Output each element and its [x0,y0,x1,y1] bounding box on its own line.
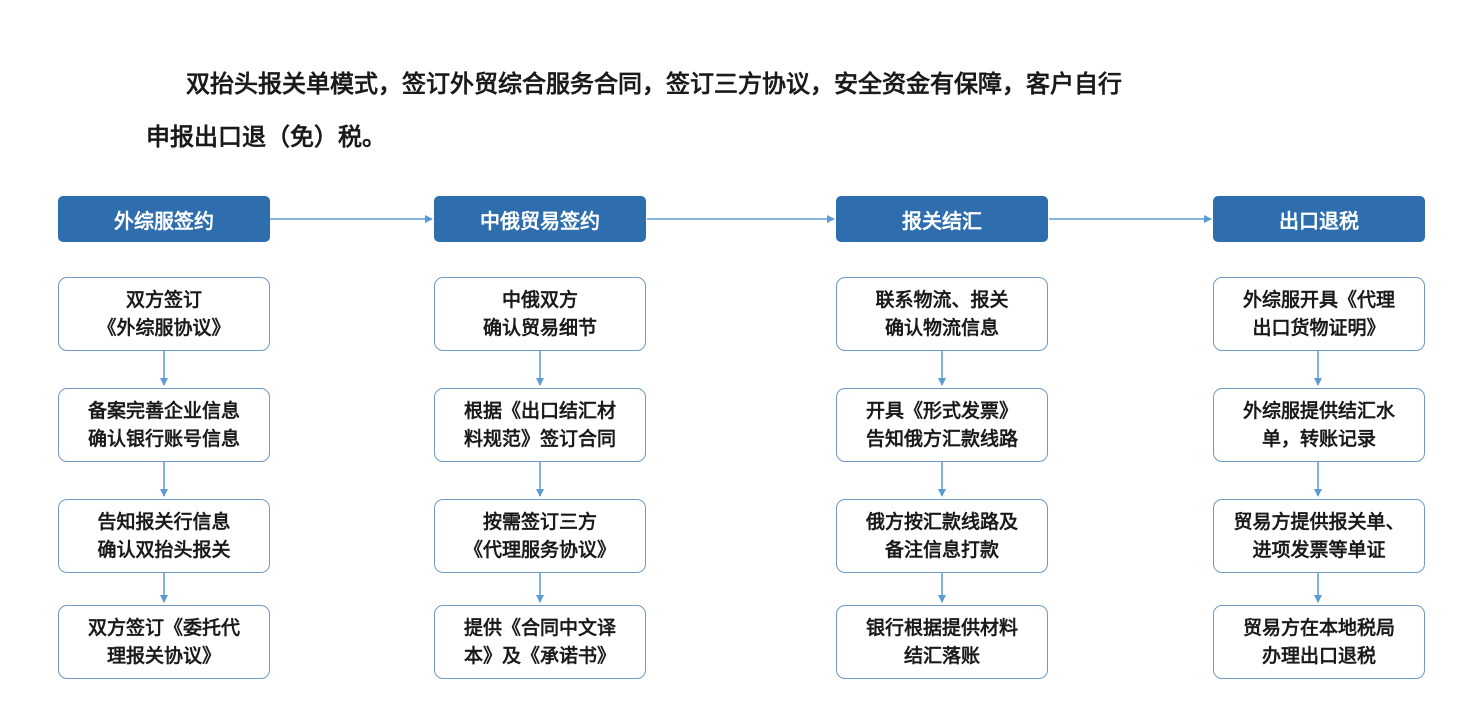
col1-step1-line2: 《外综服协议》 [97,317,231,339]
header-export-tax-refund: 出口退税 [1213,196,1425,242]
col3-step1-line1: 联系物流、报关 [875,289,1009,311]
col4-step1-line1: 外综服开具《代理 [1242,289,1395,311]
header-customs-settlement: 报关结汇 [836,196,1048,242]
col3-step4-line1: 银行根据提供材料 [865,617,1018,639]
col2-step2-box: 根据《出口结汇材 料规范》签订合同 [434,388,646,462]
header-sino-russian-trade-signing: 中俄贸易签约 [434,196,646,242]
intro-line-2: 申报出口退（免）税。 [146,123,386,151]
col1-step4-line2: 理报关协议》 [106,645,221,667]
col4-step4-line1: 贸易方在本地税局 [1242,617,1395,639]
col2-step3-line1: 按需签订三方 [482,511,597,533]
col4-step4-box: 贸易方在本地税局 办理出口退税 [1213,605,1425,679]
col4-step2-line2: 单，转账记录 [1261,428,1376,450]
col2-step1-line2: 确认贸易细节 [482,317,597,339]
col1-step3-line2: 确认双抬头报关 [97,539,231,561]
col2-step2-line1: 根据《出口结汇材 [463,400,616,422]
col1-step4-line1: 双方签订《委托代 [87,617,240,639]
col3-step2-line2: 告知俄方汇款线路 [865,428,1018,450]
col3-step3-box: 俄方按汇款线路及 备注信息打款 [836,499,1048,573]
col3-step3-line1: 俄方按汇款线路及 [865,511,1018,533]
col4-step3-box: 贸易方提供报关单、 进项发票等单证 [1213,499,1425,573]
col1-step2-line2: 确认银行账号信息 [87,428,240,450]
col3-step1-box: 联系物流、报关 确认物流信息 [836,277,1048,351]
col1-step2-line1: 备案完善企业信息 [87,400,240,422]
header-waizongfu-signing: 外综服签约 [58,196,270,242]
col1-step4-box: 双方签订《委托代 理报关协议》 [58,605,270,679]
col3-step4-box: 银行根据提供材料 结汇落账 [836,605,1048,679]
col4-step3-line2: 进项发票等单证 [1252,539,1386,561]
col3-step3-line2: 备注信息打款 [884,539,999,561]
col2-step3-box: 按需签订三方 《代理服务协议》 [434,499,646,573]
col3-step4-line2: 结汇落账 [903,645,980,667]
col3-step2-box: 开具《形式发票》 告知俄方汇款线路 [836,388,1048,462]
col4-step1-box: 外综服开具《代理 出口货物证明》 [1213,277,1425,351]
col1-step1-line1: 双方签订 [125,289,202,311]
col2-step4-line2: 本》及《承诺书》 [463,645,616,667]
col4-step3-line1: 贸易方提供报关单、 [1233,511,1405,533]
col3-step1-line2: 确认物流信息 [884,317,999,339]
col2-step4-line1: 提供《合同中文译 [463,617,616,639]
col4-step1-line2: 出口货物证明》 [1252,317,1386,339]
col2-step3-line2: 《代理服务协议》 [463,539,616,561]
col4-step2-box: 外综服提供结汇水 单，转账记录 [1213,388,1425,462]
col1-step3-line1: 告知报关行信息 [97,511,231,533]
col2-step1-line1: 中俄双方 [501,289,578,311]
col1-step3-box: 告知报关行信息 确认双抬头报关 [58,499,270,573]
col2-step4-box: 提供《合同中文译 本》及《承诺书》 [434,605,646,679]
intro-line-1: 双抬头报关单模式，签订外贸综合服务合同，签订三方协议，安全资金有保障，客户自行 [186,70,1122,98]
col1-step2-box: 备案完善企业信息 确认银行账号信息 [58,388,270,462]
col4-step4-line2: 办理出口退税 [1261,645,1376,667]
col2-step2-line2: 料规范》签订合同 [463,428,616,450]
col1-step1-box: 双方签订 《外综服协议》 [58,277,270,351]
col4-step2-line1: 外综服提供结汇水 [1242,400,1395,422]
col3-step2-line1: 开具《形式发票》 [865,400,1018,422]
col2-step1-box: 中俄双方 确认贸易细节 [434,277,646,351]
